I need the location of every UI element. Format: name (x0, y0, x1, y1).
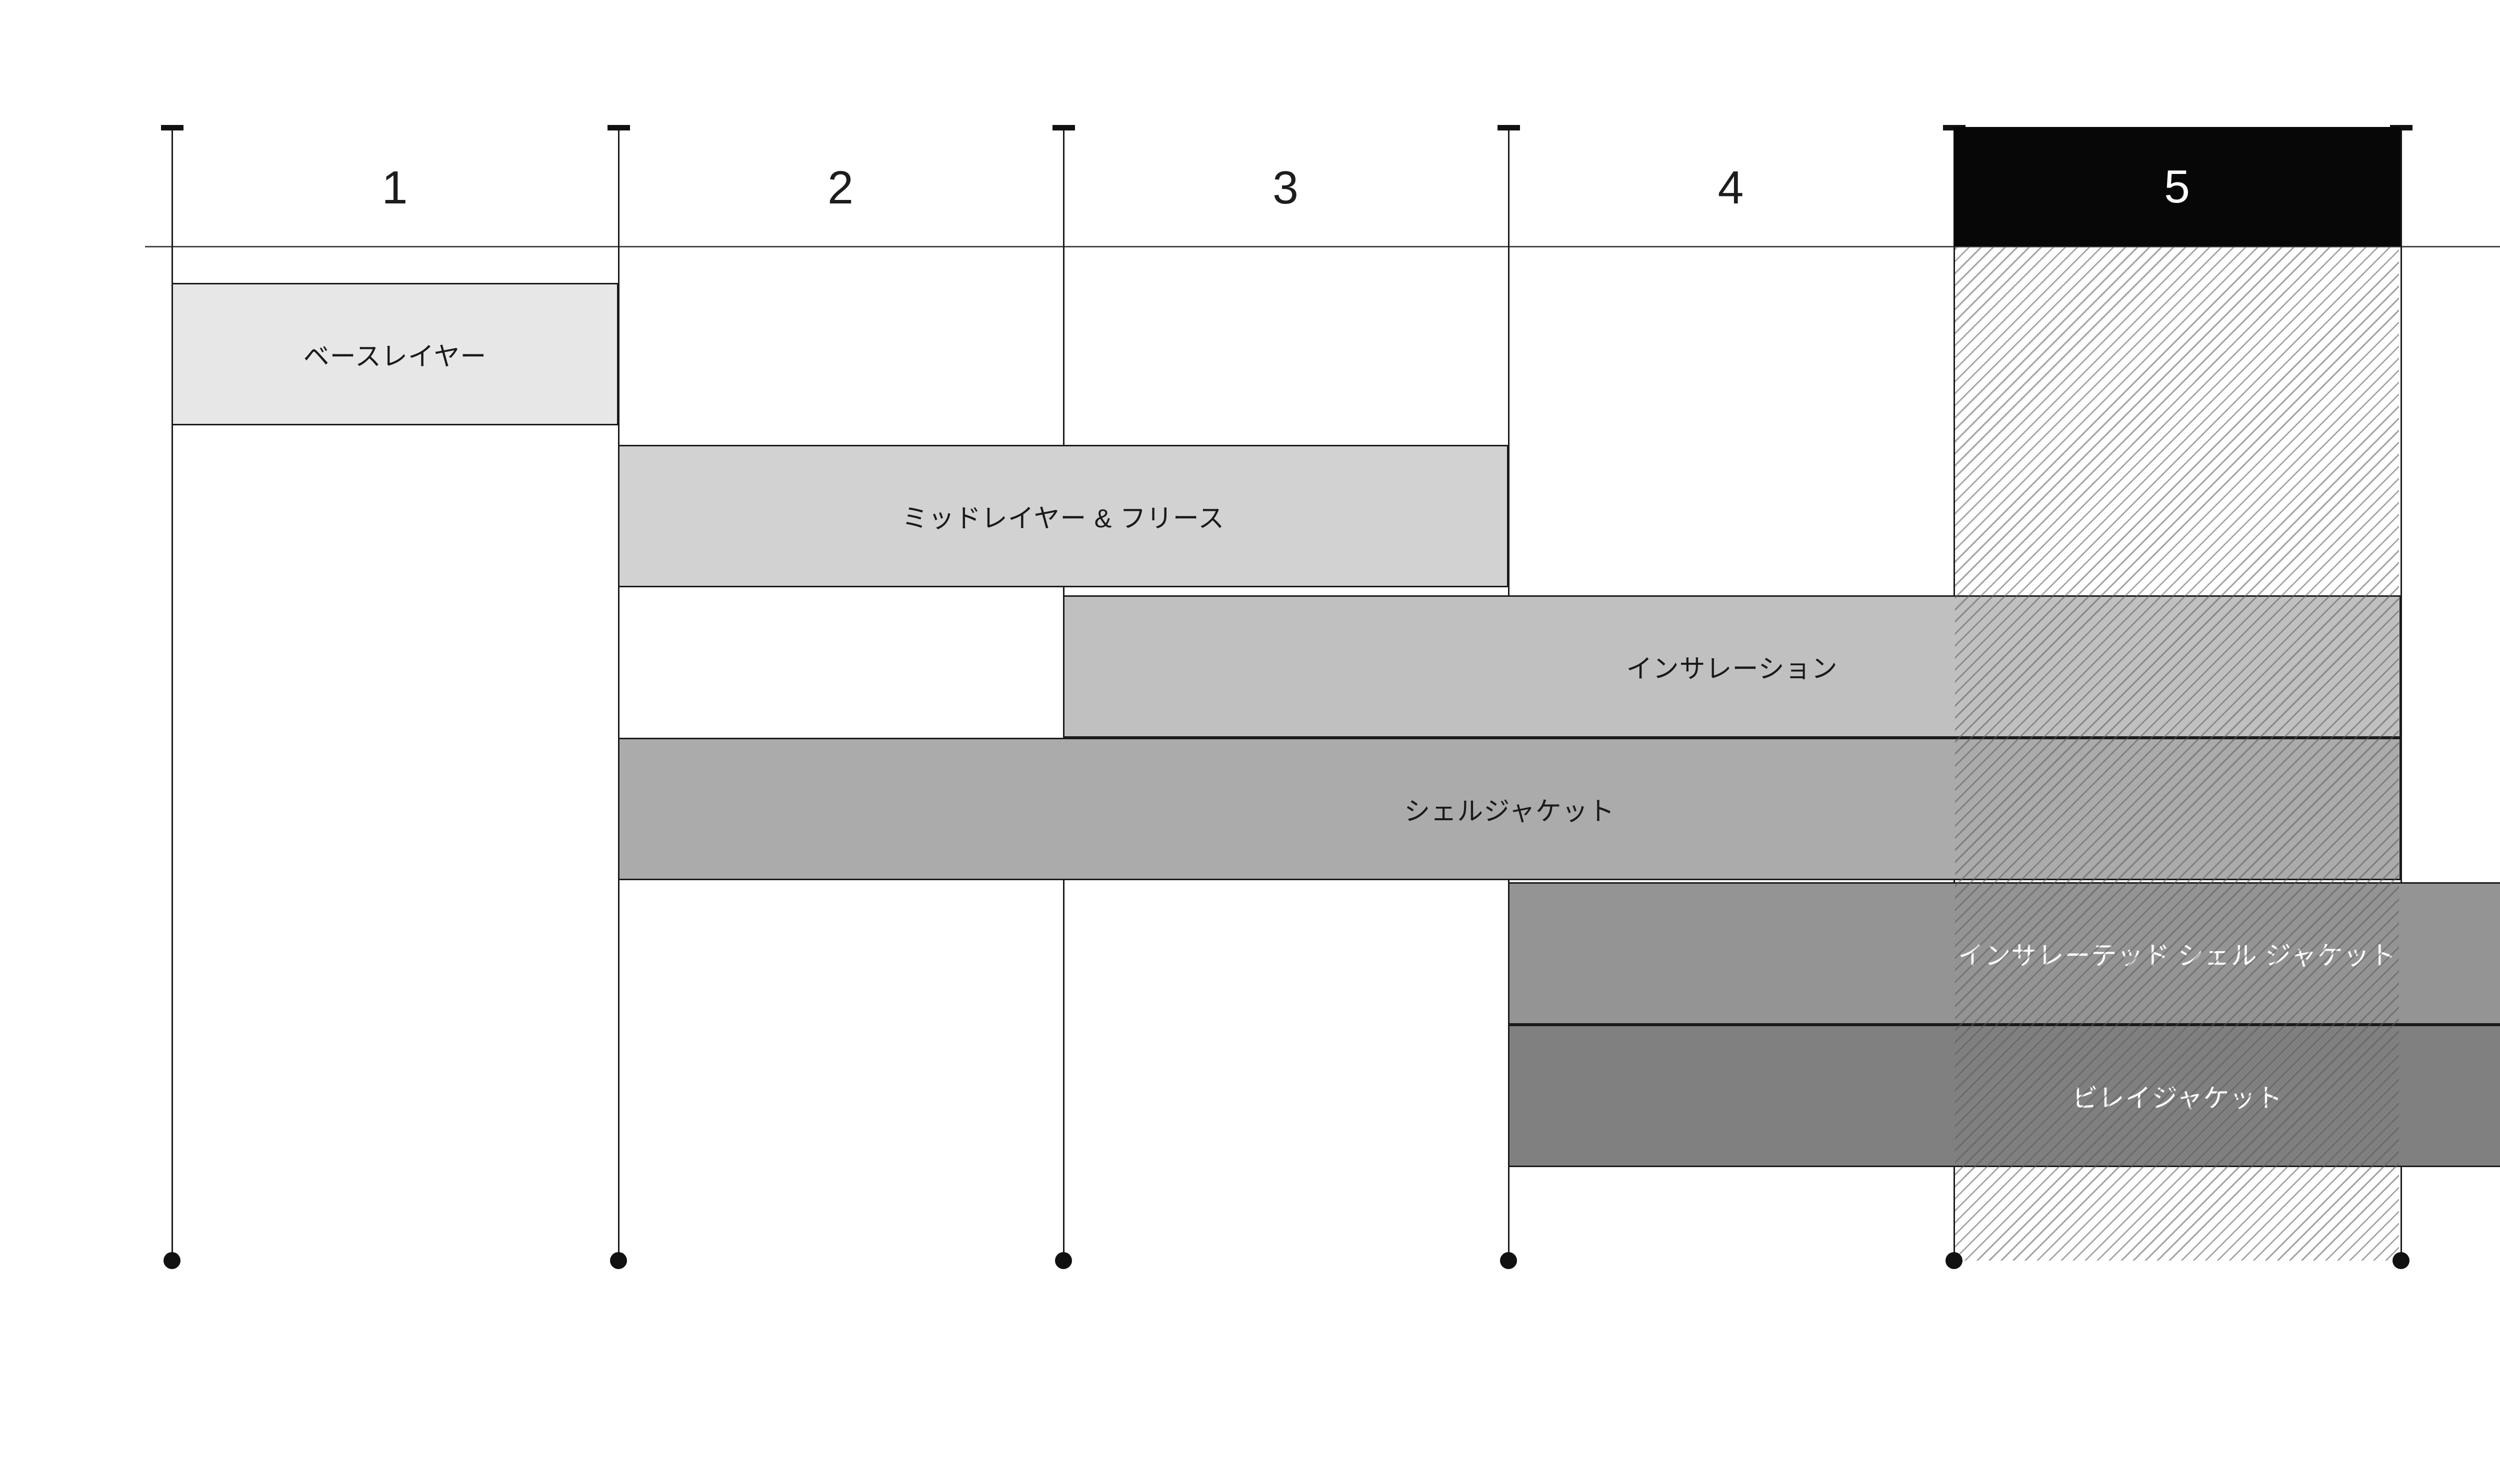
column-header-5-highlighted[interactable]: 5 (1954, 127, 2400, 246)
column-header-label: 3 (1272, 161, 1298, 213)
column-header-label: 2 (828, 161, 854, 213)
grid-line-2 (618, 127, 620, 1261)
header-separator-rule (145, 246, 2500, 247)
column-header-label: 4 (1718, 161, 1744, 213)
range-bar-base-layer[interactable]: ベースレイヤー (172, 283, 618, 425)
range-bar-midlayer-fleece[interactable]: ミッドレイヤー & フリース (618, 445, 1508, 587)
column-header-3[interactable]: 3 (1063, 129, 1508, 246)
column-header-label: 1 (382, 161, 408, 213)
column-header-6[interactable]: 6 (2400, 129, 2500, 246)
tick-cap-4 (1498, 125, 1520, 130)
axis-end-dot-5 (1946, 1252, 1962, 1269)
axis-end-dot-2 (610, 1252, 627, 1269)
axis-end-dot-1 (164, 1252, 180, 1269)
range-bar-label: ビレイジャケット (2072, 1084, 2283, 1113)
range-bar-belay-jacket[interactable]: ビレイジャケット (1508, 1025, 2500, 1167)
range-bar-label: インサレーテッド シェル ジャケット (1958, 942, 2396, 971)
range-bar-insulated-shell-jacket[interactable]: インサレーテッド シェル ジャケット (1508, 882, 2500, 1025)
column-header-label: 5 (2164, 160, 2190, 212)
column-header-4[interactable]: 4 (1508, 129, 1954, 246)
column-header-2[interactable]: 2 (618, 129, 1063, 246)
tick-cap-1 (161, 125, 184, 130)
range-bar-label: シェルジャケット (1404, 797, 1615, 826)
range-bar-label: ベースレイヤー (303, 342, 487, 371)
tick-cap-2 (608, 125, 630, 130)
column-header-1[interactable]: 1 (172, 129, 618, 246)
axis-end-dot-3 (1055, 1252, 1072, 1269)
range-bar-insulation[interactable]: インサレーション (1063, 595, 2401, 738)
range-bar-shell-jacket[interactable]: シェルジャケット (618, 738, 2401, 880)
range-bar-label: ミッドレイヤー & フリース (902, 504, 1225, 533)
axis-end-dot-6 (2392, 1252, 2410, 1269)
tick-cap-3 (1052, 125, 1075, 130)
tick-cap-6 (2390, 125, 2412, 130)
axis-end-dot-4 (1500, 1252, 1517, 1269)
grid-line-6 (2400, 127, 2402, 1261)
grid-line-1 (172, 127, 173, 1261)
range-bar-label: インサレーション (1626, 655, 1838, 684)
